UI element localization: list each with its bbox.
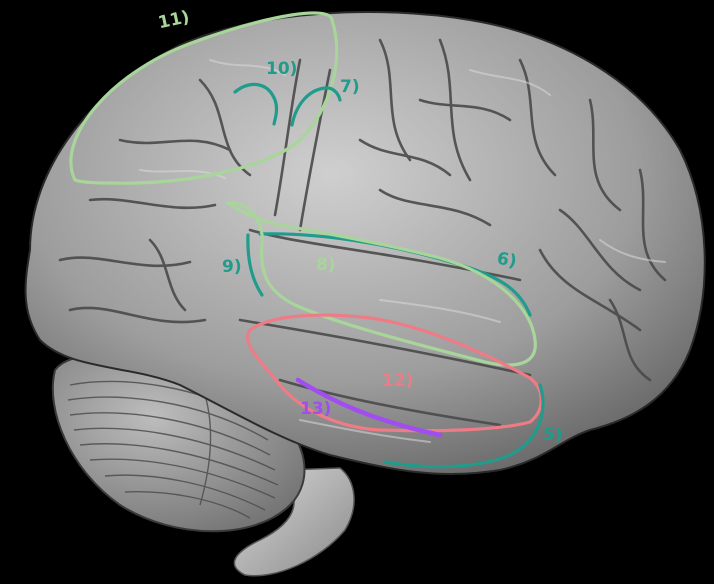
- region-12-outline: [246, 313, 543, 433]
- label-10: 10): [266, 59, 297, 79]
- cerebellum-folia: [67, 380, 279, 519]
- label-5: 5): [543, 425, 563, 445]
- region-10-curve: [233, 82, 279, 126]
- label-7: 7): [340, 77, 360, 97]
- brainstem: [233, 467, 355, 577]
- cortex-sulci: [58, 38, 667, 427]
- region-9-curve: [246, 233, 264, 297]
- region-8-outline: [223, 201, 537, 367]
- label-12: 12): [382, 371, 413, 391]
- label-9: 9): [222, 257, 242, 277]
- label-6: 6): [495, 249, 518, 272]
- region-13-line: [295, 377, 443, 438]
- region-7-curve: [290, 86, 342, 127]
- cortex-highlights: [139, 59, 666, 443]
- region-5-curve: [383, 383, 545, 469]
- label-8: 8): [316, 255, 336, 275]
- label-13: 13): [300, 399, 331, 419]
- region-11-outline: [69, 11, 339, 185]
